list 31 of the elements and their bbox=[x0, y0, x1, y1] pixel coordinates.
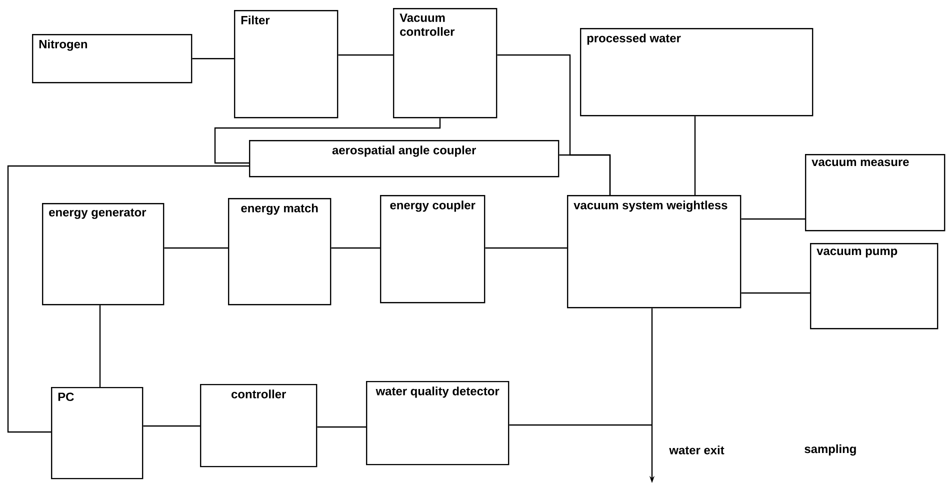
connector bbox=[338, 54, 393, 56]
process-box: energy coupler bbox=[380, 195, 486, 304]
flow-label: sampling bbox=[804, 444, 856, 456]
process-box: vacuum system weightless bbox=[567, 195, 742, 308]
process-box: Vacuum controller bbox=[393, 8, 498, 118]
process-box: processed water bbox=[580, 28, 814, 116]
connector bbox=[559, 154, 611, 195]
connector bbox=[741, 292, 810, 294]
connector bbox=[694, 116, 696, 195]
process-box: energy match bbox=[228, 198, 332, 306]
connector bbox=[99, 305, 101, 387]
process-box: controller bbox=[200, 384, 318, 468]
connector bbox=[7, 165, 249, 433]
process-box: aerospatial angle coupler bbox=[249, 140, 560, 178]
process-box: water quality detector bbox=[366, 381, 510, 466]
connector bbox=[317, 426, 366, 428]
process-box: vacuum pump bbox=[810, 243, 938, 330]
process-box: Filter bbox=[234, 10, 338, 118]
process-box: energy generator bbox=[42, 203, 164, 306]
flow-label: water exit bbox=[669, 446, 724, 454]
connector bbox=[164, 247, 228, 249]
connector bbox=[214, 118, 441, 164]
connector bbox=[485, 247, 567, 249]
connector bbox=[192, 58, 234, 60]
connector bbox=[331, 247, 380, 249]
process-box: PC bbox=[51, 387, 144, 480]
connector bbox=[741, 218, 805, 220]
process-box: vacuum measure bbox=[805, 154, 946, 232]
connector bbox=[509, 424, 652, 426]
connector bbox=[143, 425, 200, 427]
process-box: Nitrogen bbox=[32, 34, 192, 84]
